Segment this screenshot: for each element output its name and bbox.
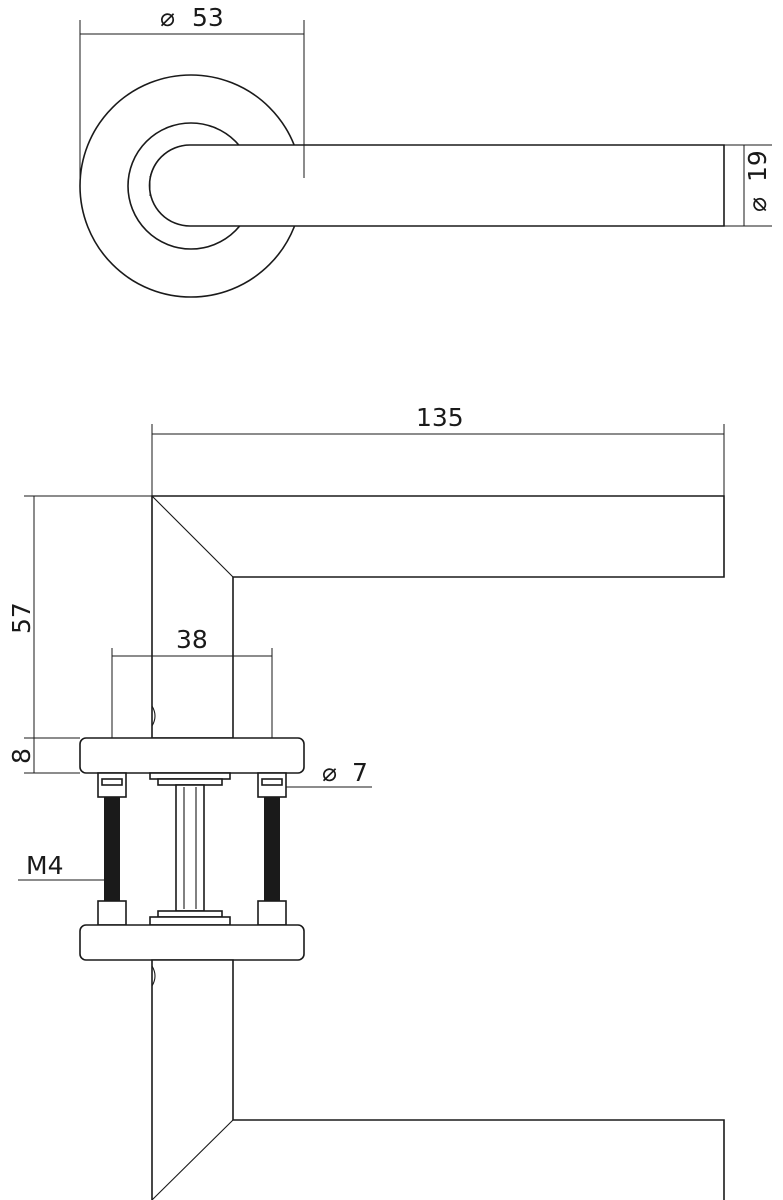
diameter-symbol: ⌀ xyxy=(743,197,772,212)
rose-thickness-label: 8 xyxy=(7,748,36,764)
lever-arm-top-view xyxy=(148,144,725,227)
screw-spacing-label: 38 xyxy=(176,625,208,654)
top-view: ⌀ 53 ⌀ 19 xyxy=(79,3,772,298)
spindle-assembly xyxy=(149,772,231,926)
spindle-diameter-dimension: ⌀ 7 xyxy=(276,758,372,788)
lever-diameter-dimension: ⌀ 19 xyxy=(724,144,772,227)
right-fixing-screw xyxy=(257,772,287,926)
left-screw-thread xyxy=(104,797,120,901)
lower-rose-plate xyxy=(79,924,305,961)
rose-thickness-dimension: 8 xyxy=(7,737,80,774)
lever-length-label: 135 xyxy=(416,403,464,432)
right-screw-thread xyxy=(264,797,280,901)
left-fixing-screw xyxy=(97,772,127,926)
side-view: 135 57 8 38 xyxy=(7,403,725,1200)
lever-height-label: 57 xyxy=(7,602,36,634)
upper-rose-plate xyxy=(79,737,305,774)
screw-thread-label: M4 xyxy=(26,851,63,880)
upper-lever xyxy=(151,495,725,739)
lever-length-dimension: 135 xyxy=(151,403,725,496)
diameter-symbol: ⌀ xyxy=(322,758,337,787)
spindle xyxy=(175,784,205,912)
rose-diameter-dimension: ⌀ 53 xyxy=(79,3,305,180)
diameter-symbol: ⌀ xyxy=(160,3,175,32)
lever-diameter-label: 19 xyxy=(743,150,772,182)
spindle-diameter-label: 7 xyxy=(352,758,368,787)
lever-neck-edge xyxy=(149,144,191,179)
lower-lever xyxy=(151,959,725,1200)
screw-thread-dimension: M4 xyxy=(18,851,104,881)
rose-diameter-label: 53 xyxy=(192,3,224,32)
lever-height-dimension: 57 xyxy=(7,495,152,738)
